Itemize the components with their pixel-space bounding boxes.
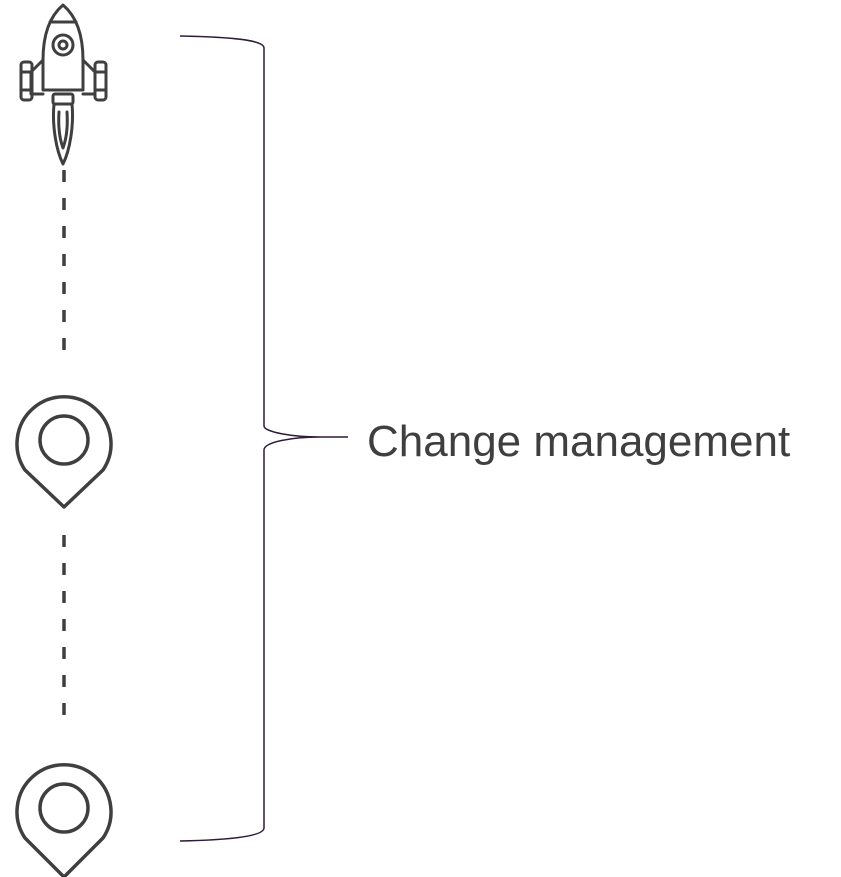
rocket-icon [19,3,108,166]
location-pin-icon [15,763,113,877]
location-pin-icon [15,395,113,509]
curly-bracket [179,35,348,842]
bracket-label: Change management [367,417,791,466]
